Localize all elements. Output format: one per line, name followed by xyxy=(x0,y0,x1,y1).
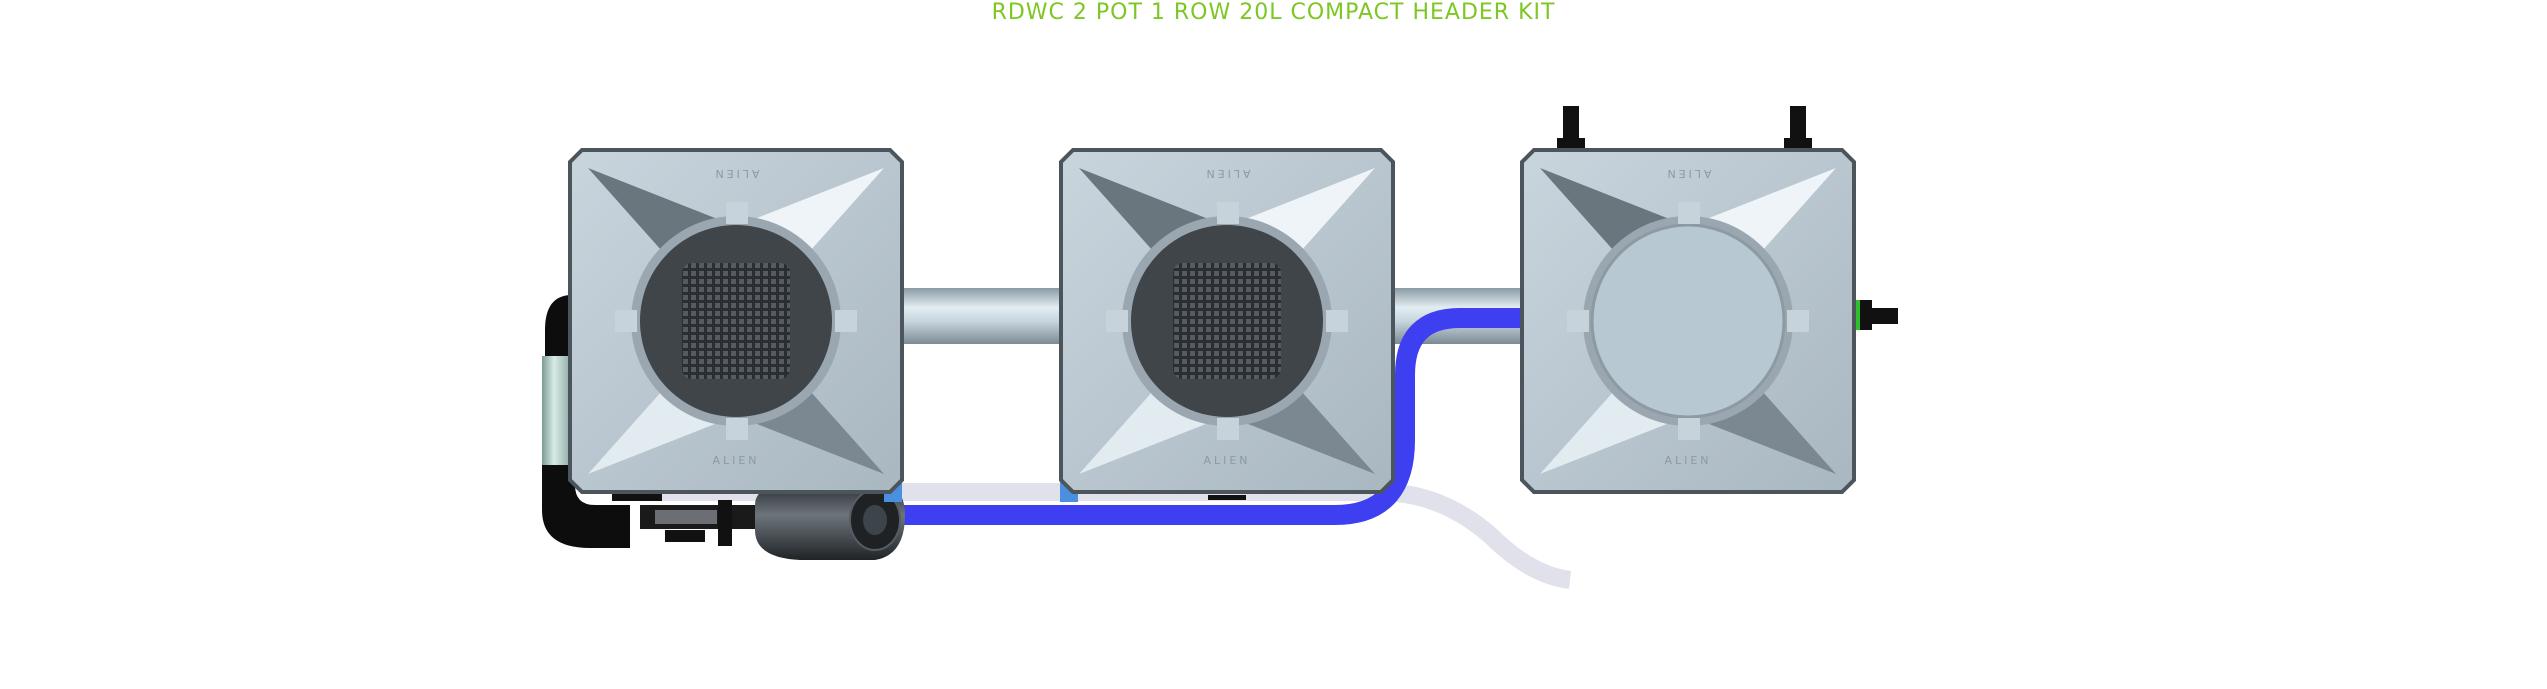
pot-2: ALIEN ALIEN xyxy=(1059,148,1395,494)
pot-1: ALIEN ALIEN xyxy=(568,148,904,494)
pot-1-brand-top: ALIEN xyxy=(712,167,759,180)
pot-2-brand-bottom: ALIEN xyxy=(1203,454,1250,467)
pot3-side-valve xyxy=(1852,300,1898,330)
clip-3 xyxy=(1208,495,1246,500)
pot-3-brand-top: ALIEN xyxy=(1664,167,1711,180)
pot3-top-fittings xyxy=(1557,106,1812,150)
return-hose xyxy=(893,308,1525,525)
pot-3-brand-bottom: ALIEN xyxy=(1664,454,1711,467)
pump xyxy=(755,485,905,560)
left-riser xyxy=(542,295,630,548)
pot-3: ALIEN ALIEN xyxy=(1520,148,1856,494)
drain-hose xyxy=(612,483,1572,589)
pot-1-brand-bottom: ALIEN xyxy=(712,454,759,467)
header-pipe-left xyxy=(900,288,1070,344)
pot-2-brand-top: ALIEN xyxy=(1203,167,1250,180)
kit-title: RDWC 2 POT 1 ROW 20L COMPACT HEADER KIT xyxy=(991,0,1556,25)
